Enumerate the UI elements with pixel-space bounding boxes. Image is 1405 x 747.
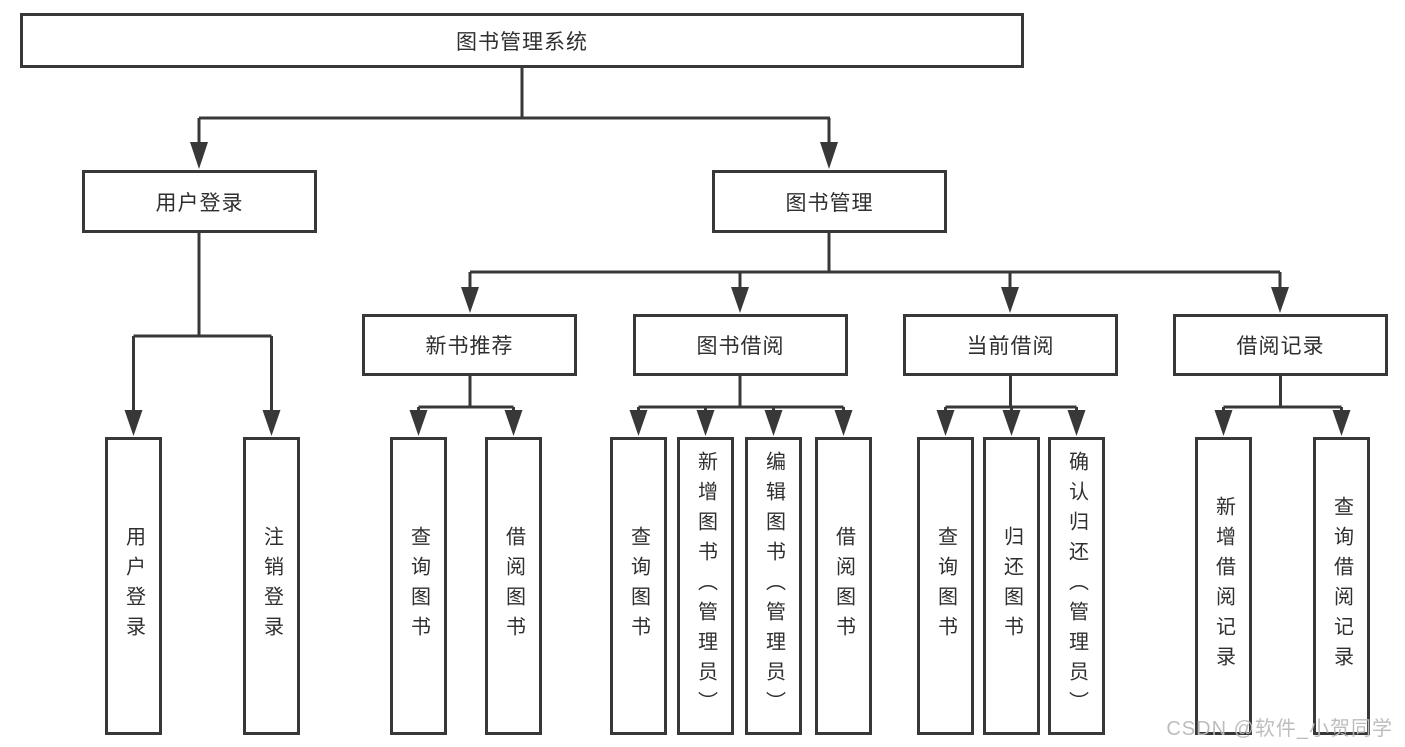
- leaf-recommend-query-books-label: 查询图书: [407, 526, 430, 646]
- node-book-borrow: 图书借阅: [633, 314, 848, 376]
- leaf-borrow-query-books: 查询图书: [610, 437, 667, 735]
- leaf-current-confirm-return-admin: 确认归还（管理员）: [1048, 437, 1105, 735]
- node-book-management-label: 图书管理: [785, 191, 874, 215]
- node-current-borrow: 当前借阅: [903, 314, 1118, 376]
- leaf-record-add-borrow-record-label: 新增借阅记录: [1212, 496, 1235, 676]
- leaf-current-query-books: 查询图书: [917, 437, 974, 735]
- leaf-current-confirm-return-admin-label: 确认归还（管理员）: [1065, 451, 1088, 721]
- leaf-record-query-borrow-record-label: 查询借阅记录: [1330, 496, 1353, 676]
- leaf-recommend-query-books: 查询图书: [390, 437, 447, 735]
- node-root: 图书管理系统: [20, 13, 1024, 68]
- node-user-login-label: 用户登录: [155, 191, 244, 215]
- node-borrow-record: 借阅记录: [1173, 314, 1388, 376]
- node-borrow-record-label: 借阅记录: [1236, 335, 1325, 358]
- leaf-borrow-query-books-label: 查询图书: [627, 526, 650, 646]
- node-book-borrow-label: 图书借阅: [696, 335, 785, 358]
- leaf-logout-label: 注销登录: [260, 526, 283, 646]
- leaf-record-query-borrow-record: 查询借阅记录: [1313, 437, 1370, 735]
- leaf-borrow-add-books-admin-label: 新增图书（管理员）: [694, 451, 717, 721]
- node-new-book-recommend: 新书推荐: [362, 314, 577, 376]
- leaf-borrow-edit-books-admin: 编辑图书（管理员）: [745, 437, 802, 735]
- leaf-current-query-books-label: 查询图书: [934, 526, 957, 646]
- leaf-user-login-label: 用户登录: [122, 526, 145, 646]
- node-book-management: 图书管理: [712, 170, 947, 233]
- leaf-recommend-borrow-books: 借阅图书: [485, 437, 542, 735]
- node-new-book-recommend-label: 新书推荐: [425, 335, 514, 358]
- node-current-borrow-label: 当前借阅: [966, 335, 1055, 358]
- leaf-logout: 注销登录: [243, 437, 300, 735]
- leaf-current-return-books-label: 归还图书: [1000, 526, 1023, 646]
- node-user-login: 用户登录: [82, 170, 317, 233]
- leaf-borrow-borrow-books-label: 借阅图书: [832, 526, 855, 646]
- leaf-current-return-books: 归还图书: [983, 437, 1040, 735]
- leaf-user-login: 用户登录: [105, 437, 162, 735]
- leaf-record-add-borrow-record: 新增借阅记录: [1195, 437, 1252, 735]
- node-root-label: 图书管理系统: [456, 30, 588, 54]
- csdn-watermark: CSDN @软件_小贺同学: [1166, 718, 1393, 740]
- leaf-recommend-borrow-books-label: 借阅图书: [502, 526, 525, 646]
- leaf-borrow-edit-books-admin-label: 编辑图书（管理员）: [762, 451, 785, 721]
- leaf-borrow-add-books-admin: 新增图书（管理员）: [677, 437, 734, 735]
- leaf-borrow-borrow-books: 借阅图书: [815, 437, 872, 735]
